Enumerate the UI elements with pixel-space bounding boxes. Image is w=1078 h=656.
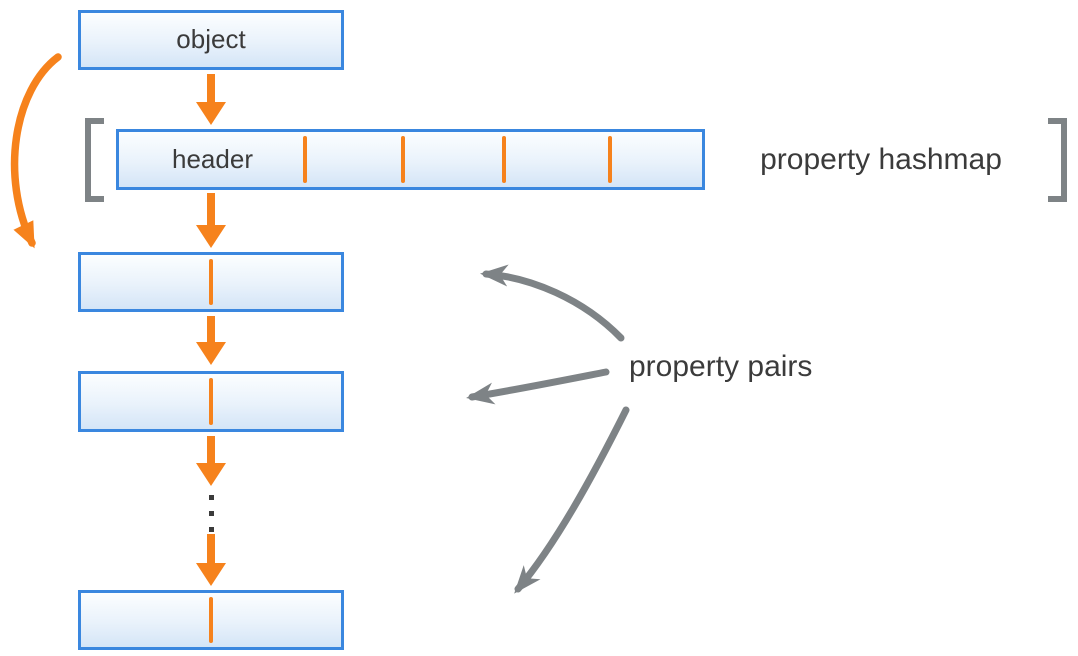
ellipsis-dot (209, 511, 214, 516)
left-bracket (85, 118, 104, 202)
arrow-header-to-pair1 (196, 193, 226, 248)
hashmap-header-label: header (172, 143, 253, 174)
hashmap-slot-divider (401, 136, 405, 183)
pointer-arrow-to-pair1 (480, 264, 625, 342)
property-pair-box-1 (78, 252, 344, 312)
pair-divider (209, 597, 213, 643)
ellipsis-dot (209, 495, 214, 500)
property-pairs-label: property pairs (629, 350, 813, 383)
pointer-arrow-to-pairn (514, 406, 630, 594)
curved-arrow-object-to-pair1 (10, 53, 62, 249)
pointer-arrow-to-pair2 (466, 368, 610, 405)
hashmap-slot-divider (303, 136, 307, 183)
ellipsis-dots (209, 495, 214, 532)
hashmap-slot-divider (502, 136, 506, 183)
arrow-pair1-to-pair2 (196, 316, 226, 365)
hashmap-header-box: header (116, 129, 705, 190)
property-hashmap-label: property hashmap (760, 143, 1002, 176)
pair-divider (209, 378, 213, 425)
pair-divider (209, 259, 213, 305)
property-pair-box-2 (78, 371, 344, 432)
object-box-label: object (176, 24, 246, 54)
hashmap-slot-divider (608, 136, 612, 183)
arrow-pair2-to-ellipsis (196, 436, 226, 486)
property-pair-box-n (78, 590, 344, 650)
arrow-ellipsis-to-pairn (196, 534, 226, 586)
arrow-object-to-header (196, 74, 226, 125)
hashmap-header-cell: header (119, 132, 306, 187)
right-bracket (1048, 118, 1067, 202)
ellipsis-dot (209, 527, 214, 532)
object-box: object (78, 10, 344, 70)
